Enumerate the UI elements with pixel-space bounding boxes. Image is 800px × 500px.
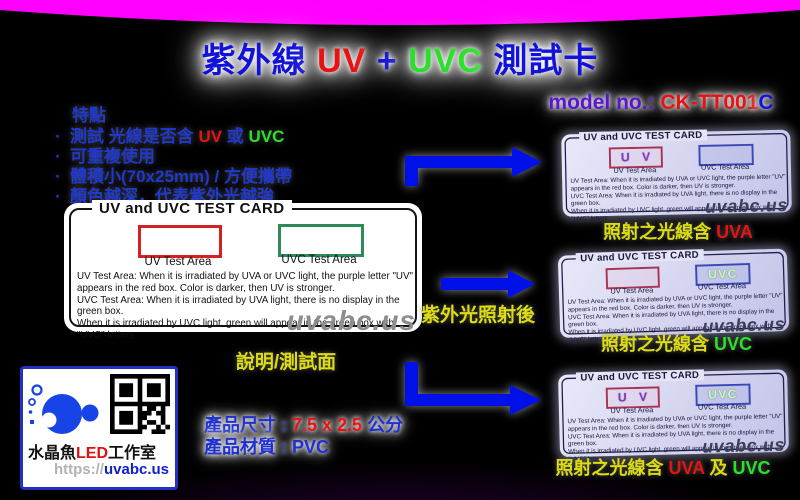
fish-logo-icon [28, 384, 99, 434]
features-list: 特點 · 測試 光線是否含 UV 或 UVC · 可重複使用 · 體積小(70x25m… [46, 101, 292, 207]
after-uv-label: 紫外光照射後 [421, 305, 536, 326]
result-card-uva: UV and UVC TEST CARD U V UV Test Area UV… [561, 129, 793, 222]
title-uvc: UVC [408, 42, 483, 80]
caption-uvc-word: UVC [714, 334, 753, 354]
feature1-uvc: UVC [248, 127, 285, 146]
desc-line: UVC Test Area: When it is irradiated by … [77, 294, 400, 318]
test-card-front: UV and UVC TEST CARD UV Test Area UVC Te… [64, 200, 422, 341]
model-value-blue: C [758, 91, 774, 114]
uv-result-letters: U V [617, 390, 652, 405]
title-uv: UV [317, 42, 367, 80]
product-size: 產品尺寸 : 7.5 x 2.5 公分 [204, 414, 403, 436]
uvc-area-label: UVC Test Area [700, 163, 750, 172]
desc-line: UV Test Area: When it is irradiated by U… [77, 271, 414, 282]
caption-uvc-word: UVC [732, 458, 771, 478]
qr-code-icon [110, 374, 170, 434]
card-title: UV and UVC TEST CARD [92, 200, 292, 217]
size-value: 7.5 x 2.5 [292, 415, 363, 435]
caption-text: 照射之光線含 [555, 458, 669, 478]
title-part1: 紫外線 [201, 42, 318, 80]
name-part: 工作室 [108, 445, 157, 462]
result-card-uva-uvc: UV and UVC TEST CARD U V UVC UV Test Are… [558, 369, 790, 463]
uv-test-box [138, 225, 222, 258]
front-caption: 說明/測試面 [235, 352, 337, 373]
size-unit: 公分 [362, 415, 404, 435]
url-scheme: https:// [53, 461, 104, 478]
feature-text: 測試 光線是否含 UV 或 UVC [70, 127, 284, 147]
caption-uva: 照射之光線含 UVA [562, 218, 794, 244]
company-url: https://uvabc.us [54, 461, 169, 478]
uv-area-label: UV Test Area [613, 166, 657, 175]
title-plus: + [366, 42, 409, 80]
feature1-mid: 或 [222, 127, 249, 146]
uvc-result-letters: UVC [708, 387, 738, 402]
name-part: 水晶魚 [28, 445, 77, 462]
card-description: UV Test Area: When it is irradiated by U… [77, 271, 415, 342]
arrow-bottom-icon [405, 362, 541, 415]
feature-item-1: · 測試 光線是否含 UV 或 UVC [46, 127, 292, 147]
page-title: 紫外線 UV + UVC 測試卡 [0, 33, 800, 82]
product-info: 產品尺寸 : 7.5 x 2.5 公分 產品材質 : PVC [204, 414, 403, 458]
arrow-top-icon [405, 147, 542, 186]
title-part2: 測試卡 [482, 42, 599, 80]
uv-area-label: UV Test Area [144, 256, 212, 268]
result-card-uvc: UV and UVC TEST CARD UVC UV Test Area UV… [557, 248, 791, 343]
caption-uva-word: UVA [716, 222, 753, 242]
bullet-icon: · [55, 187, 61, 206]
caption-uva-uvc: 照射之光線含 UVA 及 UVC [527, 454, 799, 480]
company-logo: 水晶魚LED工作室 https://uvabc.us [20, 366, 178, 490]
model-number: model no.: CK-TT001C [528, 91, 794, 115]
uv-result-letters: U V [620, 150, 655, 165]
url-domain: uvabc.us [103, 461, 169, 478]
feature-item-2: · 可重複使用 [46, 147, 292, 167]
uvc-area-label: UVC Test Area [281, 254, 357, 266]
caption-mid: 及 [704, 458, 733, 478]
feature-text: 體積小(70x25mm) / 方便攜帶 [70, 167, 292, 186]
desc-line: appears in the red box. Color is darker,… [77, 282, 335, 294]
caption-text: 照射之光線含 [603, 222, 717, 242]
watermark: uvabc.us [704, 194, 789, 217]
feature-text: 可重複使用 [70, 147, 155, 166]
uv-area-label: UV Test Area [610, 406, 654, 416]
watermark: uvabc.us [286, 305, 416, 336]
top-magenta-glow [0, 0, 800, 25]
bullet-icon: · [55, 147, 61, 166]
features-heading: 特點 [72, 106, 106, 125]
model-value-red: CK-TT001 [660, 91, 759, 114]
caption-uvc: 照射之光線含 UVC [559, 330, 794, 356]
product-material: 產品材質 : PVC [204, 436, 403, 458]
uvc-test-box [278, 224, 364, 257]
uv-test-box: U V [608, 146, 663, 169]
arrow-middle-icon [441, 270, 535, 298]
feature-item-3: · 體積小(70x25mm) / 方便攜帶 [46, 167, 292, 187]
name-led: LED [76, 445, 109, 462]
caption-uva-word: UVA [668, 458, 705, 478]
bullet-icon: · [55, 167, 61, 186]
company-name: 水晶魚LED工作室 [28, 439, 156, 463]
bullet-icon: · [55, 127, 61, 146]
desc-line: When it is irradiated by UVC light, gree… [77, 318, 394, 341]
uvc-result-letters: UVC [707, 266, 738, 282]
feature1-uv: UV [198, 127, 223, 146]
caption-text: 照射之光線含 [600, 334, 714, 354]
uvc-area-label: UVC Test Area [697, 402, 747, 412]
size-label: 產品尺寸 : [204, 415, 292, 435]
feature1-pre: 測試 光線是否含 [70, 127, 199, 146]
material-value: PVC [292, 437, 330, 457]
model-label: model no.: [548, 91, 661, 114]
material-label: 產品材質 : [204, 437, 292, 457]
